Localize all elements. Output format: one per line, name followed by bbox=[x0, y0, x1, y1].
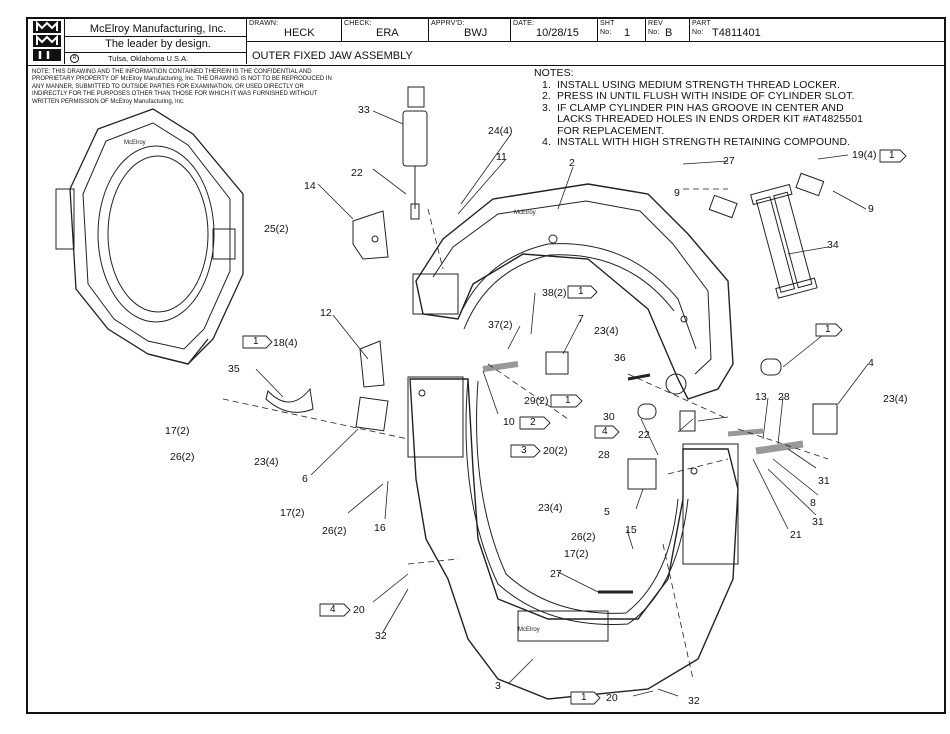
note-line: 1. INSTALL USING MEDIUM STRENGTH THREAD … bbox=[542, 78, 841, 91]
assembled-jaw-iso-view bbox=[55, 108, 244, 365]
callout-17: 17(2) bbox=[564, 548, 589, 560]
clamp-cylinder bbox=[402, 86, 428, 220]
callout-12: 12 bbox=[320, 307, 332, 319]
callout-30: 30 bbox=[603, 411, 615, 423]
callout-27: 27 bbox=[550, 568, 562, 580]
note-line: 3. IF CLAMP CYLINDER PIN HAS GROOVE IN C… bbox=[542, 101, 844, 114]
callout-24: 24(4) bbox=[488, 125, 513, 137]
note-flags bbox=[242, 149, 907, 705]
callout-34: 34 bbox=[827, 239, 839, 251]
sheet-number-field: SHT No: 1 bbox=[600, 20, 631, 39]
company-name: McElroy Manufacturing, Inc. bbox=[89, 23, 227, 35]
callout-25: 25(2) bbox=[264, 223, 289, 235]
callout-8: 8 bbox=[810, 497, 816, 509]
note-flag: 1 bbox=[578, 286, 584, 297]
callout-11: 11 bbox=[496, 151, 507, 163]
callout-26: 26(2) bbox=[170, 451, 195, 463]
jaw-brand-label: McElroy bbox=[518, 627, 540, 633]
note-flag: 2 bbox=[530, 417, 536, 428]
callout-26: 26(2) bbox=[322, 525, 347, 537]
note-line: 4. INSTALL WITH HIGH STRENGTH RETAINING … bbox=[542, 136, 851, 148]
note-line: LACKS THREADED HOLES IN ENDS ORDER KIT #… bbox=[542, 113, 864, 125]
upper-jaw-half bbox=[412, 183, 734, 400]
callout-31: 31 bbox=[812, 516, 824, 528]
callout-20: 20(2) bbox=[543, 445, 568, 457]
callout-3: 3 bbox=[495, 680, 501, 692]
drawn-field: DRAWN: HECK bbox=[249, 20, 315, 39]
callout-23: 23(4) bbox=[254, 456, 279, 468]
drawing-title: OUTER FIXED JAW ASSEMBLY bbox=[252, 50, 413, 62]
callout-28: 28 bbox=[598, 449, 610, 461]
callout-26: 26(2) bbox=[571, 531, 596, 543]
callout-5: 5 bbox=[604, 506, 610, 518]
date-field: DATE: 10/28/15 bbox=[513, 20, 579, 39]
callout-18: 18(4) bbox=[273, 337, 298, 349]
callout-19: 19(4) bbox=[852, 149, 877, 161]
callout-32: 32 bbox=[688, 695, 700, 707]
callout-10: 10 bbox=[503, 416, 515, 428]
note-line: FOR REPLACEMENT. bbox=[542, 124, 665, 137]
company-location: Tulsa, Oklahoma U.S.A. bbox=[108, 54, 189, 63]
company-tagline: The leader by design. bbox=[105, 38, 211, 50]
note-line: 2. PRESS IN UNTIL FLUSH WITH INSIDE OF C… bbox=[542, 90, 855, 102]
note-flag: 1 bbox=[889, 150, 895, 161]
note-flag: 3 bbox=[521, 445, 527, 456]
callout-14: 14 bbox=[304, 180, 316, 192]
callout-15: 15 bbox=[625, 524, 637, 536]
callout-31: 31 bbox=[818, 475, 830, 487]
registered-mark-icon: R bbox=[70, 54, 79, 63]
callout-28: 28 bbox=[778, 391, 790, 403]
note-flag: 4 bbox=[330, 604, 336, 615]
lower-jaw-half bbox=[407, 376, 739, 700]
callout-2: 2 bbox=[569, 157, 575, 169]
drawing-sheet: McElroy Manufacturing, Inc. The leader b… bbox=[26, 17, 946, 714]
callout-20: 20 bbox=[353, 604, 365, 616]
callout-17: 17(2) bbox=[280, 507, 305, 519]
note-flag: 4 bbox=[602, 426, 608, 437]
callout-9: 9 bbox=[868, 203, 874, 215]
callout-17: 17(2) bbox=[165, 425, 190, 437]
note-flag: 1 bbox=[581, 692, 587, 703]
callout-23: 23(4) bbox=[883, 393, 908, 405]
jaw-brand-label: McElroy bbox=[124, 140, 146, 146]
notes-block: NOTES: 1. INSTALL USING MEDIUM STRENGTH … bbox=[534, 67, 939, 149]
note-flag: 1 bbox=[825, 324, 831, 335]
callout-35: 35 bbox=[228, 363, 240, 375]
callout-36: 36 bbox=[614, 352, 626, 364]
callout-20: 20 bbox=[606, 692, 618, 704]
callout-32: 32 bbox=[375, 630, 387, 642]
callout-13: 13 bbox=[755, 391, 767, 403]
callout-23: 23(4) bbox=[594, 325, 619, 337]
title-block: McElroy Manufacturing, Inc. The leader b… bbox=[28, 19, 944, 66]
callout-6: 6 bbox=[302, 473, 308, 485]
callout-23: 23(4) bbox=[538, 502, 563, 514]
confidentiality-note: NOTE: THIS DRAWING AND THE INFORMATION C… bbox=[32, 69, 332, 105]
note-flag: 1 bbox=[253, 336, 259, 347]
callout-37: 37(2) bbox=[488, 319, 513, 331]
callout-4: 4 bbox=[868, 357, 874, 369]
callout-21: 21 bbox=[790, 529, 802, 541]
callout-16: 16 bbox=[374, 522, 386, 534]
callout-7: 7 bbox=[578, 313, 584, 325]
exploded-view-drawing: McElroy McElroy McElroy bbox=[55, 86, 869, 700]
company-logo bbox=[32, 20, 62, 62]
callout-38: 38(2) bbox=[542, 287, 567, 299]
callout-27: 27 bbox=[723, 155, 735, 167]
clamp-cylinder-right bbox=[750, 183, 818, 299]
approved-field: APPRV'D: BWJ bbox=[431, 20, 488, 39]
callout-22: 22 bbox=[638, 429, 650, 441]
callout-33: 33 bbox=[358, 104, 370, 116]
jaw-brand-label: McElroy bbox=[514, 210, 536, 216]
part-number-field: PART No: T4811401 bbox=[692, 20, 761, 39]
note-flag: 1 bbox=[565, 395, 571, 406]
check-field: CHECK: ERA bbox=[344, 20, 399, 39]
callout-9: 9 bbox=[674, 187, 680, 199]
callout-22: 22 bbox=[351, 167, 363, 179]
callout-29: 29(2) bbox=[524, 395, 549, 407]
revision-field: REV No: B bbox=[648, 20, 673, 39]
notes-heading: NOTES: bbox=[534, 67, 574, 79]
